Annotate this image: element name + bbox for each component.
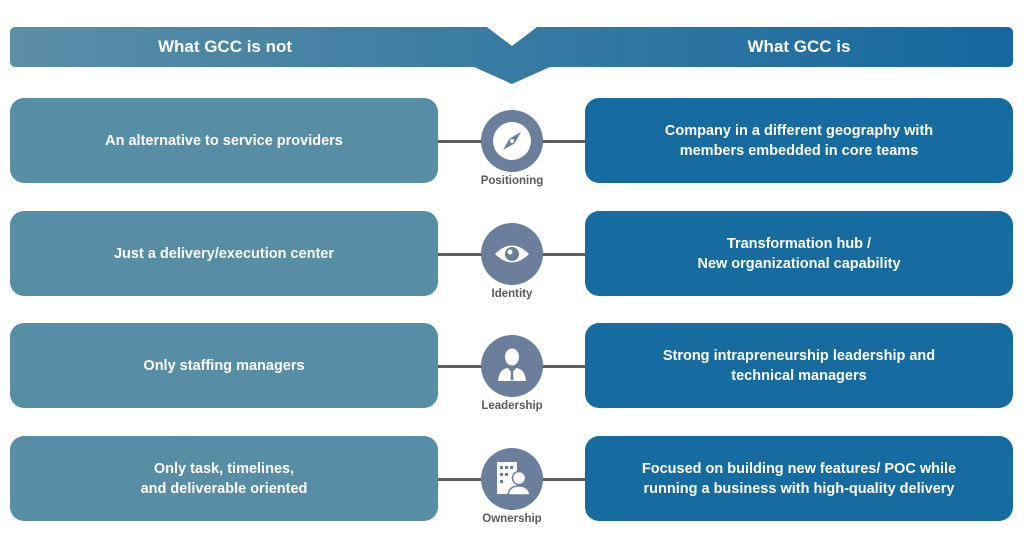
category-label-leadership: Leadership bbox=[481, 400, 543, 412]
businessman-icon bbox=[481, 335, 543, 397]
category-label-identity: Identity bbox=[491, 288, 533, 300]
building-person-icon bbox=[481, 448, 543, 510]
not-box-identity: Just a delivery/execution center bbox=[10, 211, 438, 296]
category-label-positioning: Positioning bbox=[480, 175, 544, 187]
is-box-leadership: Strong intrapreneurship leadership and t… bbox=[585, 323, 1013, 408]
is-box-identity: Transformation hub / New organizational … bbox=[585, 211, 1013, 296]
compass-icon bbox=[481, 110, 543, 172]
comparison-header: What GCC is not What GCC is bbox=[0, 0, 1024, 90]
header-banner bbox=[10, 27, 1013, 84]
not-box-leadership: Only staffing managers bbox=[10, 323, 438, 408]
comparison-row-positioning: An alternative to service providers Comp… bbox=[0, 98, 1024, 187]
not-box-ownership: Only task, timelines, and deliverable or… bbox=[10, 436, 438, 521]
comparison-row-identity: Just a delivery/execution center Transfo… bbox=[0, 211, 1024, 300]
category-label-ownership: Ownership bbox=[482, 513, 542, 525]
header-what-gcc-is: What GCC is bbox=[747, 37, 851, 56]
is-box-positioning: Company in a different geography with me… bbox=[585, 98, 1013, 183]
header-what-gcc-is-not: What GCC is not bbox=[157, 37, 293, 56]
not-box-positioning: An alternative to service providers bbox=[10, 98, 438, 183]
is-box-ownership: Focused on building new features/ POC wh… bbox=[585, 436, 1013, 521]
comparison-row-leadership: Only staffing managers Strong intraprene… bbox=[0, 323, 1024, 412]
eye-icon bbox=[481, 223, 543, 285]
comparison-row-ownership: Only task, timelines, and deliverable or… bbox=[0, 436, 1024, 525]
